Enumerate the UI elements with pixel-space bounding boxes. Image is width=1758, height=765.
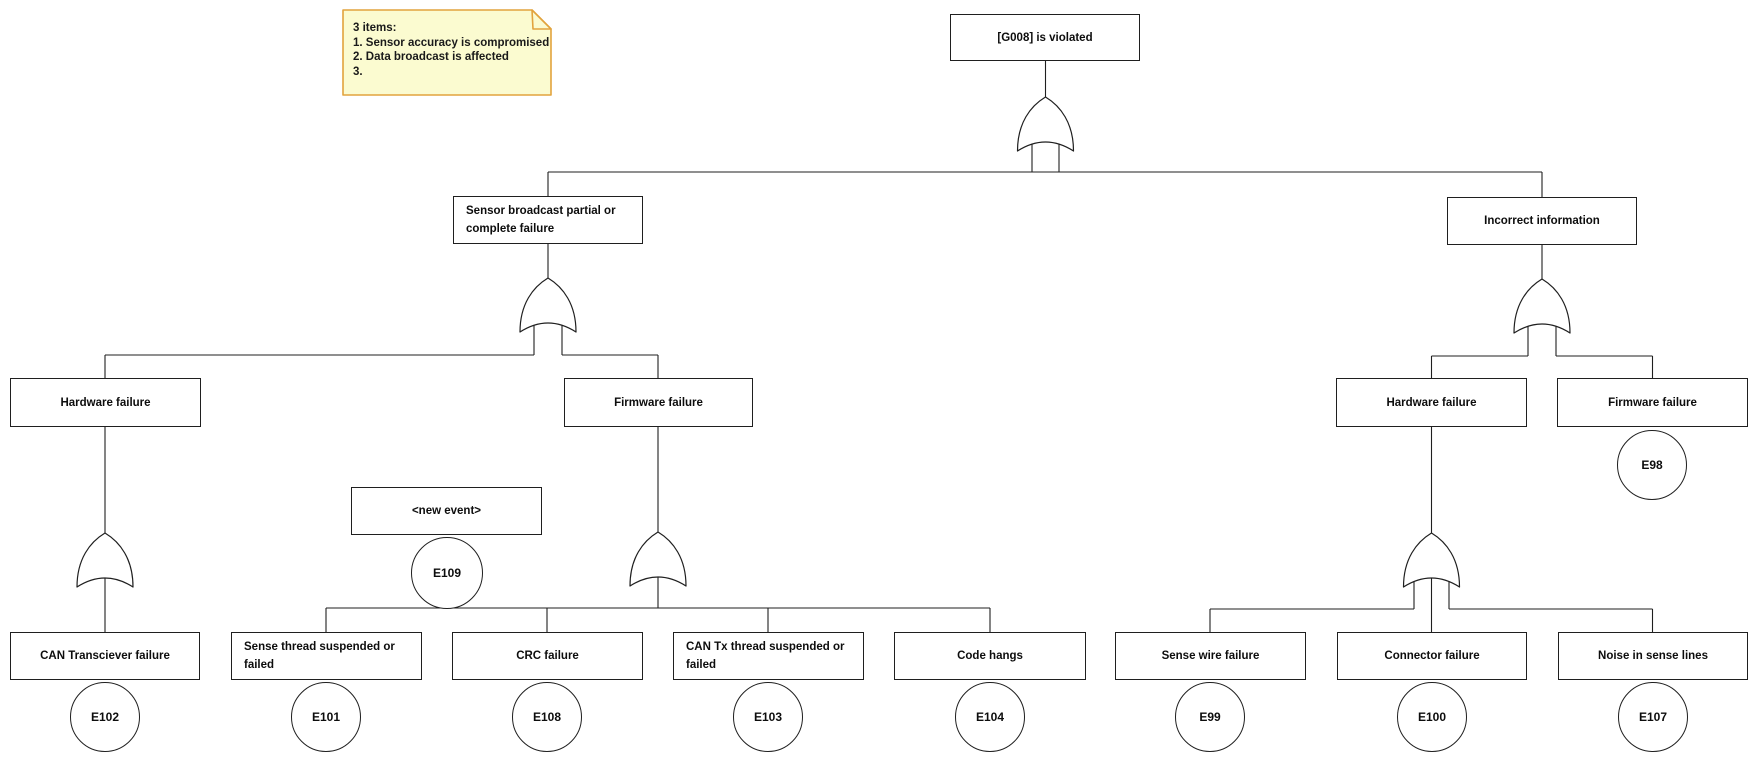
basic-event-E99[interactable]: E99	[1175, 682, 1245, 752]
event-label: <new event>	[411, 505, 482, 517]
event-box-hardware-failure-right[interactable]: Hardware failure	[1336, 378, 1527, 427]
event-label: CAN Transciever failure	[40, 650, 170, 662]
or-gates	[76, 96, 1571, 588]
event-label: Incorrect information	[1484, 215, 1600, 227]
event-label: Sense thread suspended or failed	[244, 641, 395, 671]
basic-event-E108[interactable]: E108	[512, 682, 582, 752]
event-label: Firmware failure	[614, 396, 703, 409]
basic-event-label: E104	[975, 710, 1005, 724]
note-line: 3.	[353, 65, 363, 78]
event-label: Hardware failure	[1386, 396, 1477, 409]
event-box-connector-failure[interactable]: Connector failure	[1337, 632, 1527, 680]
basic-event-label: E109	[432, 566, 462, 580]
basic-event-E100[interactable]: E100	[1397, 682, 1467, 752]
event-label: Sensor broadcast partial or complete fai…	[466, 205, 616, 235]
or-gate-icon[interactable]	[76, 532, 134, 588]
event-box-root[interactable]: [G008] is violated	[950, 14, 1140, 61]
event-box-sense-wire-failure[interactable]: Sense wire failure	[1115, 632, 1306, 680]
event-box-sensor-broadcast-failure[interactable]: Sensor broadcast partial or complete fai…	[453, 196, 643, 244]
event-label: Code hangs	[957, 650, 1023, 662]
event-box-code-hangs[interactable]: Code hangs	[894, 632, 1086, 680]
event-label: [G008] is violated	[997, 31, 1093, 44]
basic-event-E109[interactable]: E109	[411, 537, 483, 609]
basic-event-label: E101	[311, 710, 341, 724]
basic-event-E101[interactable]: E101	[291, 682, 361, 752]
event-box-sense-thread-suspended[interactable]: Sense thread suspended or failed	[231, 632, 422, 680]
basic-event-label: E100	[1417, 710, 1447, 724]
note-line: 2. Data broadcast is affected	[353, 51, 509, 63]
or-gate-icon[interactable]	[629, 531, 687, 587]
event-box-can-tx-thread-suspended[interactable]: CAN Tx thread suspended or failed	[673, 632, 864, 680]
basic-event-label: E102	[90, 710, 120, 724]
event-label: Sense wire failure	[1161, 650, 1260, 662]
sticky-note-shape	[342, 9, 552, 96]
sticky-note[interactable]: 3 items: 1. Sensor accuracy is compromis…	[353, 21, 549, 79]
basic-event-E107[interactable]: E107	[1618, 682, 1688, 752]
basic-event-E104[interactable]: E104	[955, 682, 1025, 752]
event-box-noise-in-sense-lines[interactable]: Noise in sense lines	[1558, 632, 1748, 680]
event-box-new-event[interactable]: <new event>	[351, 487, 542, 535]
event-label: Hardware failure	[60, 396, 151, 409]
note-line: 3 items:	[353, 22, 397, 34]
sticky-note-fold-icon	[531, 9, 552, 30]
event-label: CRC failure	[516, 650, 579, 662]
event-box-hardware-failure-left[interactable]: Hardware failure	[10, 378, 201, 427]
event-box-firmware-failure-left[interactable]: Firmware failure	[564, 378, 753, 427]
basic-event-label: E99	[1199, 710, 1221, 724]
event-label: Firmware failure	[1608, 396, 1697, 409]
event-box-incorrect-information[interactable]: Incorrect information	[1447, 197, 1637, 245]
event-label: Noise in sense lines	[1598, 650, 1708, 662]
or-gate-icon[interactable]	[1016, 96, 1075, 152]
event-box-can-transciever-failure[interactable]: CAN Transciever failure	[10, 632, 200, 680]
or-gate-icon[interactable]	[1402, 532, 1461, 588]
basic-event-E98[interactable]: E98	[1617, 430, 1687, 500]
basic-event-label: E103	[753, 710, 783, 724]
basic-event-label: E98	[1641, 458, 1663, 472]
basic-event-E102[interactable]: E102	[70, 682, 140, 752]
basic-event-label: E108	[532, 710, 562, 724]
event-label: Connector failure	[1384, 650, 1480, 662]
or-gate-icon[interactable]	[519, 277, 577, 333]
note-line: 1. Sensor accuracy is compromised	[353, 36, 550, 49]
event-label: CAN Tx thread suspended or failed	[686, 641, 845, 671]
connector-lines	[104, 61, 1654, 632]
sticky-note-body	[342, 9, 552, 96]
basic-event-label: E107	[1638, 710, 1668, 724]
event-box-crc-failure[interactable]: CRC failure	[452, 632, 643, 680]
or-gate-icon[interactable]	[1513, 278, 1571, 334]
basic-event-E103[interactable]: E103	[733, 682, 803, 752]
event-box-firmware-failure-right[interactable]: Firmware failure	[1557, 378, 1748, 427]
